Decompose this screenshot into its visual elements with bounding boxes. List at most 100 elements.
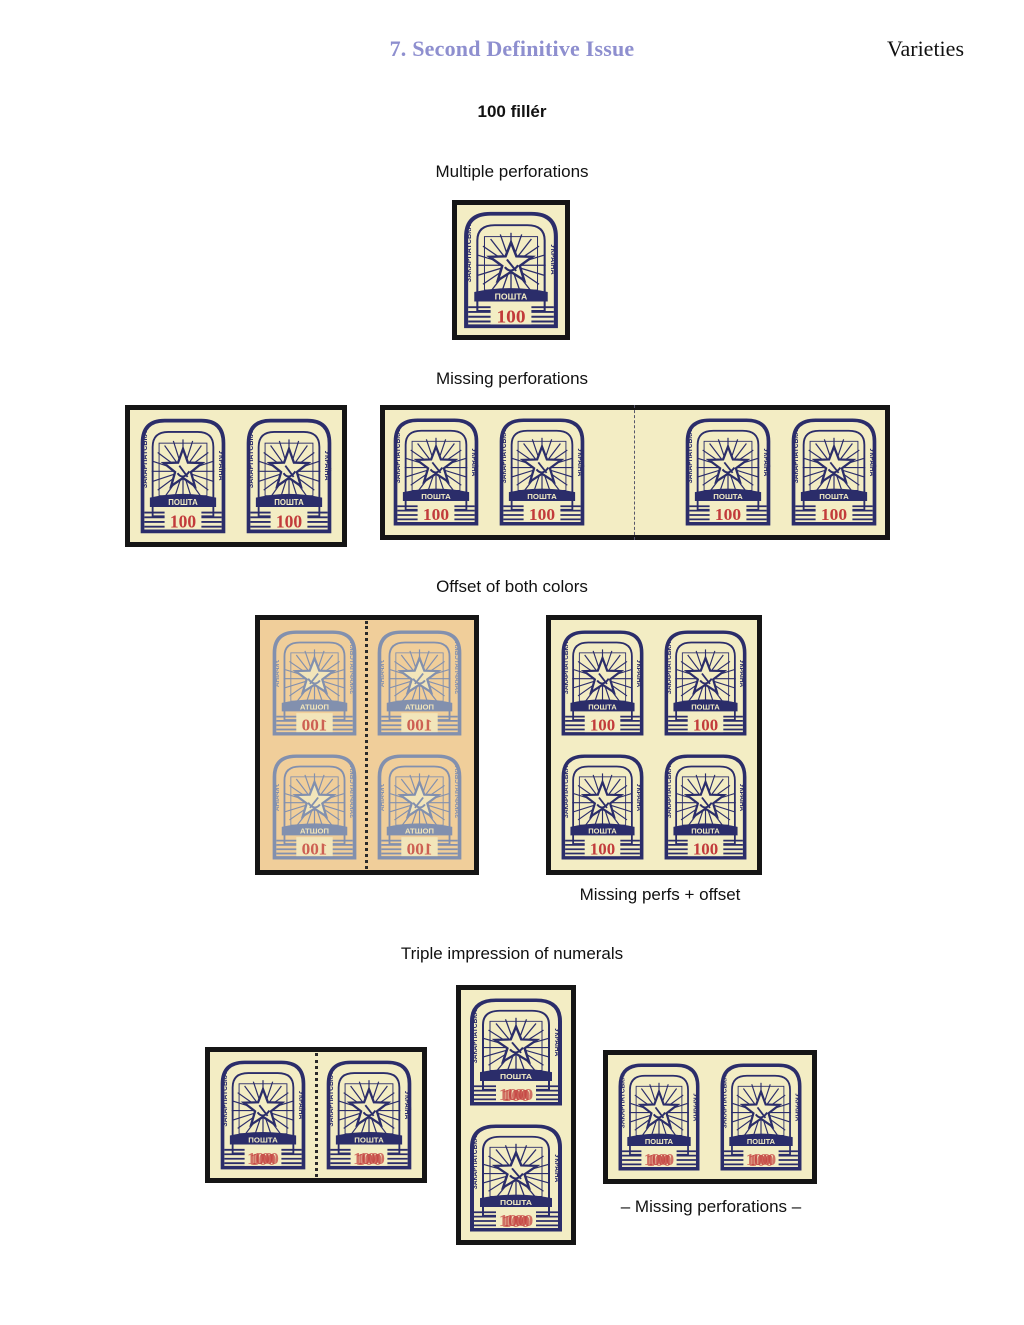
svg-text:ПОШТА: ПОШТА bbox=[421, 492, 451, 501]
stamp-offset: ЗАКАРПАТСЬКА УКРАЇНА ПОШТА 100 bbox=[374, 751, 465, 863]
svg-text:УКРАЇНА: УКРАЇНА bbox=[297, 1091, 305, 1120]
stamp-inscription: ЗАКАРПАТСЬКА bbox=[501, 430, 508, 484]
svg-text:ПОШТА: ПОШТА bbox=[354, 1136, 384, 1145]
svg-text:100: 100 bbox=[276, 511, 302, 531]
stamp-inscription: ЗАКАРПАТСЬКА bbox=[687, 430, 694, 484]
svg-text:100: 100 bbox=[356, 1150, 382, 1169]
stamp-inscription: ЗАКАРПАТСЬКА bbox=[722, 1075, 729, 1129]
svg-text:100: 100 bbox=[646, 1151, 671, 1170]
svg-text:100: 100 bbox=[253, 1149, 279, 1168]
svg-text:100: 100 bbox=[590, 716, 615, 735]
caption-multiple-perforations: Multiple perforations bbox=[435, 162, 589, 181]
svg-text:УКРАЇНА: УКРАЇНА bbox=[635, 660, 643, 688]
svg-text:УКРАЇНА: УКРАЇНА bbox=[273, 784, 281, 812]
caption-triple-missing-perfs: – Missing perforations – bbox=[620, 1197, 802, 1216]
svg-text:УКРАЇНА: УКРАЇНА bbox=[635, 784, 643, 812]
stamp-inscription: ЗАКАРПАТСЬКА bbox=[472, 1136, 479, 1189]
stamp: ЗАКАРПАТСЬКА УКРАЇНА ПОШТА 100 bbox=[390, 415, 482, 529]
mount-multiple-perforations: ЗАКАРПАТСЬКА УКРАЇНА ПОШТА 100 bbox=[452, 200, 570, 340]
stamp-group-left: ЗАКАРПАТСЬКА УКРАЇНА ПОШТА 100 ЗАКАРПАТСЬКА… bbox=[390, 415, 588, 529]
caption-missing-perforations: Missing perforations bbox=[435, 369, 589, 388]
svg-text:100: 100 bbox=[693, 840, 718, 859]
stamp-inscription: ЗАКАРПАТСЬКА bbox=[563, 766, 570, 819]
svg-text:ПОШТА: ПОШТА bbox=[495, 292, 528, 302]
stamp-inscription: ЗАКАРПАТСЬКА bbox=[395, 430, 402, 484]
perforation-row bbox=[315, 1053, 318, 1177]
svg-text:100: 100 bbox=[247, 1149, 273, 1168]
svg-text:УКРАЇНА: УКРАЇНА bbox=[378, 660, 386, 688]
svg-text:100: 100 bbox=[423, 506, 449, 525]
svg-text:ПОШТА: ПОШТА bbox=[713, 492, 743, 501]
svg-text:100: 100 bbox=[407, 840, 433, 858]
svg-text:УКРАЇНА: УКРАЇНА bbox=[549, 244, 558, 275]
svg-text:ПОШТА: ПОШТА bbox=[404, 827, 434, 836]
svg-text:100: 100 bbox=[407, 716, 433, 734]
svg-text:100: 100 bbox=[644, 1150, 669, 1169]
stamp-inscription: ЗАКАРПАТСЬКА bbox=[563, 642, 570, 695]
svg-text:100: 100 bbox=[505, 1085, 534, 1104]
svg-text:ПОШТА: ПОШТА bbox=[500, 1073, 532, 1081]
svg-text:100: 100 bbox=[502, 1086, 531, 1105]
svg-text:ПОШТА: ПОШТА bbox=[691, 827, 720, 836]
svg-text:100: 100 bbox=[748, 1151, 773, 1170]
page-title: 7. Second Definitive Issue bbox=[389, 36, 635, 61]
gutter-line bbox=[634, 405, 635, 540]
svg-text:УКРАЇНА: УКРАЇНА bbox=[793, 1093, 801, 1121]
stamp-inscription: ЗАКАРПАТСЬКА bbox=[464, 224, 473, 283]
svg-text:100: 100 bbox=[821, 506, 847, 525]
svg-text:УКРАЇНА: УКРАЇНА bbox=[378, 784, 386, 812]
svg-text:УКРАЇНА: УКРАЇНА bbox=[403, 1091, 411, 1120]
svg-text:УКРАЇНА: УКРАЇНА bbox=[868, 448, 876, 476]
mount-gutter-strip: ЗАКАРПАТСЬКА УКРАЇНА ПОШТА 100 ЗАКАРПАТСЬКА… bbox=[380, 405, 890, 540]
stamp-inscription: ЗАКАРПАТСЬКА bbox=[348, 766, 355, 819]
stamp-inscription: ЗАКАРПАТСЬКА bbox=[472, 1010, 479, 1063]
svg-text:100: 100 bbox=[746, 1150, 771, 1169]
caption-missing-perfs-offset: Missing perfs + offset bbox=[579, 885, 741, 904]
caption-triple-impression: Triple impression of numerals bbox=[400, 944, 624, 963]
mount-offset-block: ЗАКАРПАТСЬКА УКРАЇНА ПОШТА 100 ЗАКАРПАТСЬКА… bbox=[255, 615, 479, 875]
svg-text:100: 100 bbox=[250, 1150, 276, 1169]
svg-text:УКРАЇНА: УКРАЇНА bbox=[553, 1154, 562, 1182]
svg-text:100: 100 bbox=[693, 716, 718, 735]
svg-text:100: 100 bbox=[353, 1149, 379, 1168]
svg-text:ПОШТА: ПОШТА bbox=[527, 492, 557, 501]
stamp-design: ЗАКАРПАТСЬКА УКРАЇНА ПОШТА 100 bbox=[377, 754, 462, 860]
svg-text:100: 100 bbox=[496, 307, 525, 327]
perforation-row bbox=[365, 621, 368, 869]
svg-text:ПОШТА: ПОШТА bbox=[747, 1137, 776, 1146]
svg-text:УКРАЇНА: УКРАЇНА bbox=[470, 448, 478, 476]
stamp-inscription: ЗАКАРПАТСЬКА bbox=[453, 766, 460, 819]
stamp-design: ЗАКАРПАТСЬКА УКРАЇНА ПОШТА 100 bbox=[393, 418, 479, 526]
svg-text:100: 100 bbox=[715, 506, 741, 525]
svg-text:УКРАЇНА: УКРАЇНА bbox=[217, 451, 225, 481]
stamp-inscription: ЗАКАРПАТСЬКА bbox=[666, 766, 673, 819]
svg-text:УКРАЇНА: УКРАЇНА bbox=[738, 660, 746, 688]
svg-text:100: 100 bbox=[499, 1211, 528, 1230]
svg-text:100: 100 bbox=[359, 1149, 385, 1168]
